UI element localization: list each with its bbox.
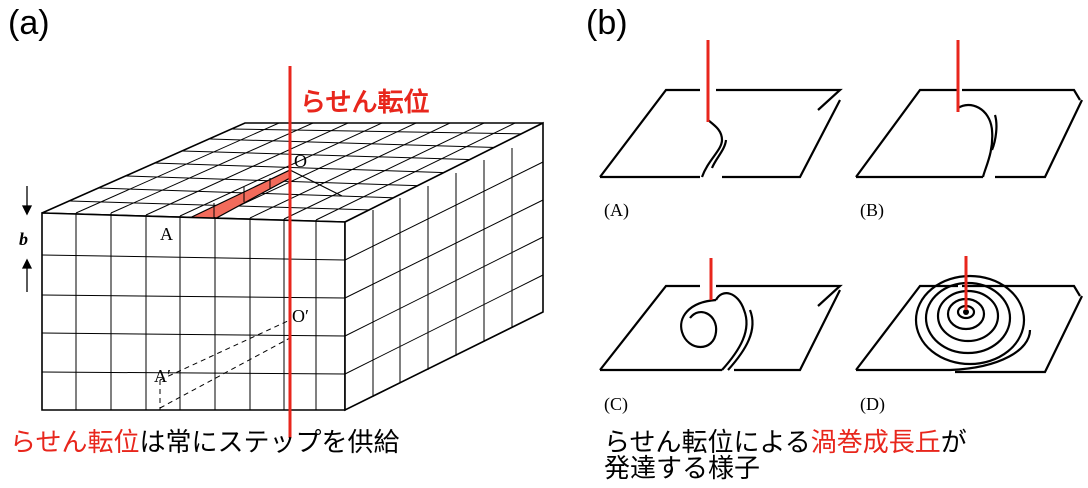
step-height-indicator: [21, 186, 33, 292]
hidden-slip-lines: [159, 319, 291, 410]
point-o-prime-label: O′: [292, 306, 309, 326]
stage-c-drawing: [599, 284, 843, 372]
point-a-prime-label: A′: [154, 366, 171, 386]
caption-a: らせん転位は常にステップを供給: [10, 428, 400, 458]
crystal-side-face: [344, 121, 544, 412]
dislocation-label-a: らせん転位: [300, 88, 430, 118]
stage-b-drawing: [855, 88, 1083, 179]
stage-d-drawing: [855, 274, 1083, 374]
caption-b-part2: が: [940, 428, 967, 458]
caption-b-red: 渦巻成長丘: [810, 428, 941, 458]
stage-d-label: (D): [860, 394, 885, 414]
stage-a-drawing: [599, 88, 843, 179]
caption-b-line1: らせん転位による渦巻成長丘が: [604, 428, 967, 458]
step-height-label: b: [19, 229, 28, 249]
stage-a-label: (A): [604, 200, 629, 220]
caption-b-line2: 発達する様子: [604, 454, 761, 484]
stage-c-label: (C): [604, 394, 628, 414]
point-o-label: O: [294, 151, 307, 171]
front-grid-vertical: [75, 213, 317, 410]
side-grid-horizontal: [344, 161, 544, 375]
caption-b-part1: らせん転位による: [604, 428, 811, 458]
caption-a-red: らせん転位: [10, 428, 140, 458]
dislocation-core-D: [963, 309, 969, 315]
top-grid-side-lines: [75, 122, 516, 221]
stage-b-label: (B): [860, 200, 884, 220]
panel-b-label: (b): [586, 4, 628, 42]
point-a-label: A: [160, 224, 173, 244]
front-grid-horizontal: [41, 254, 346, 375]
caption-a-rest: は常にステップを供給: [139, 428, 400, 458]
crystal-block: [41, 121, 544, 412]
panel-a-label: (a): [8, 4, 50, 42]
